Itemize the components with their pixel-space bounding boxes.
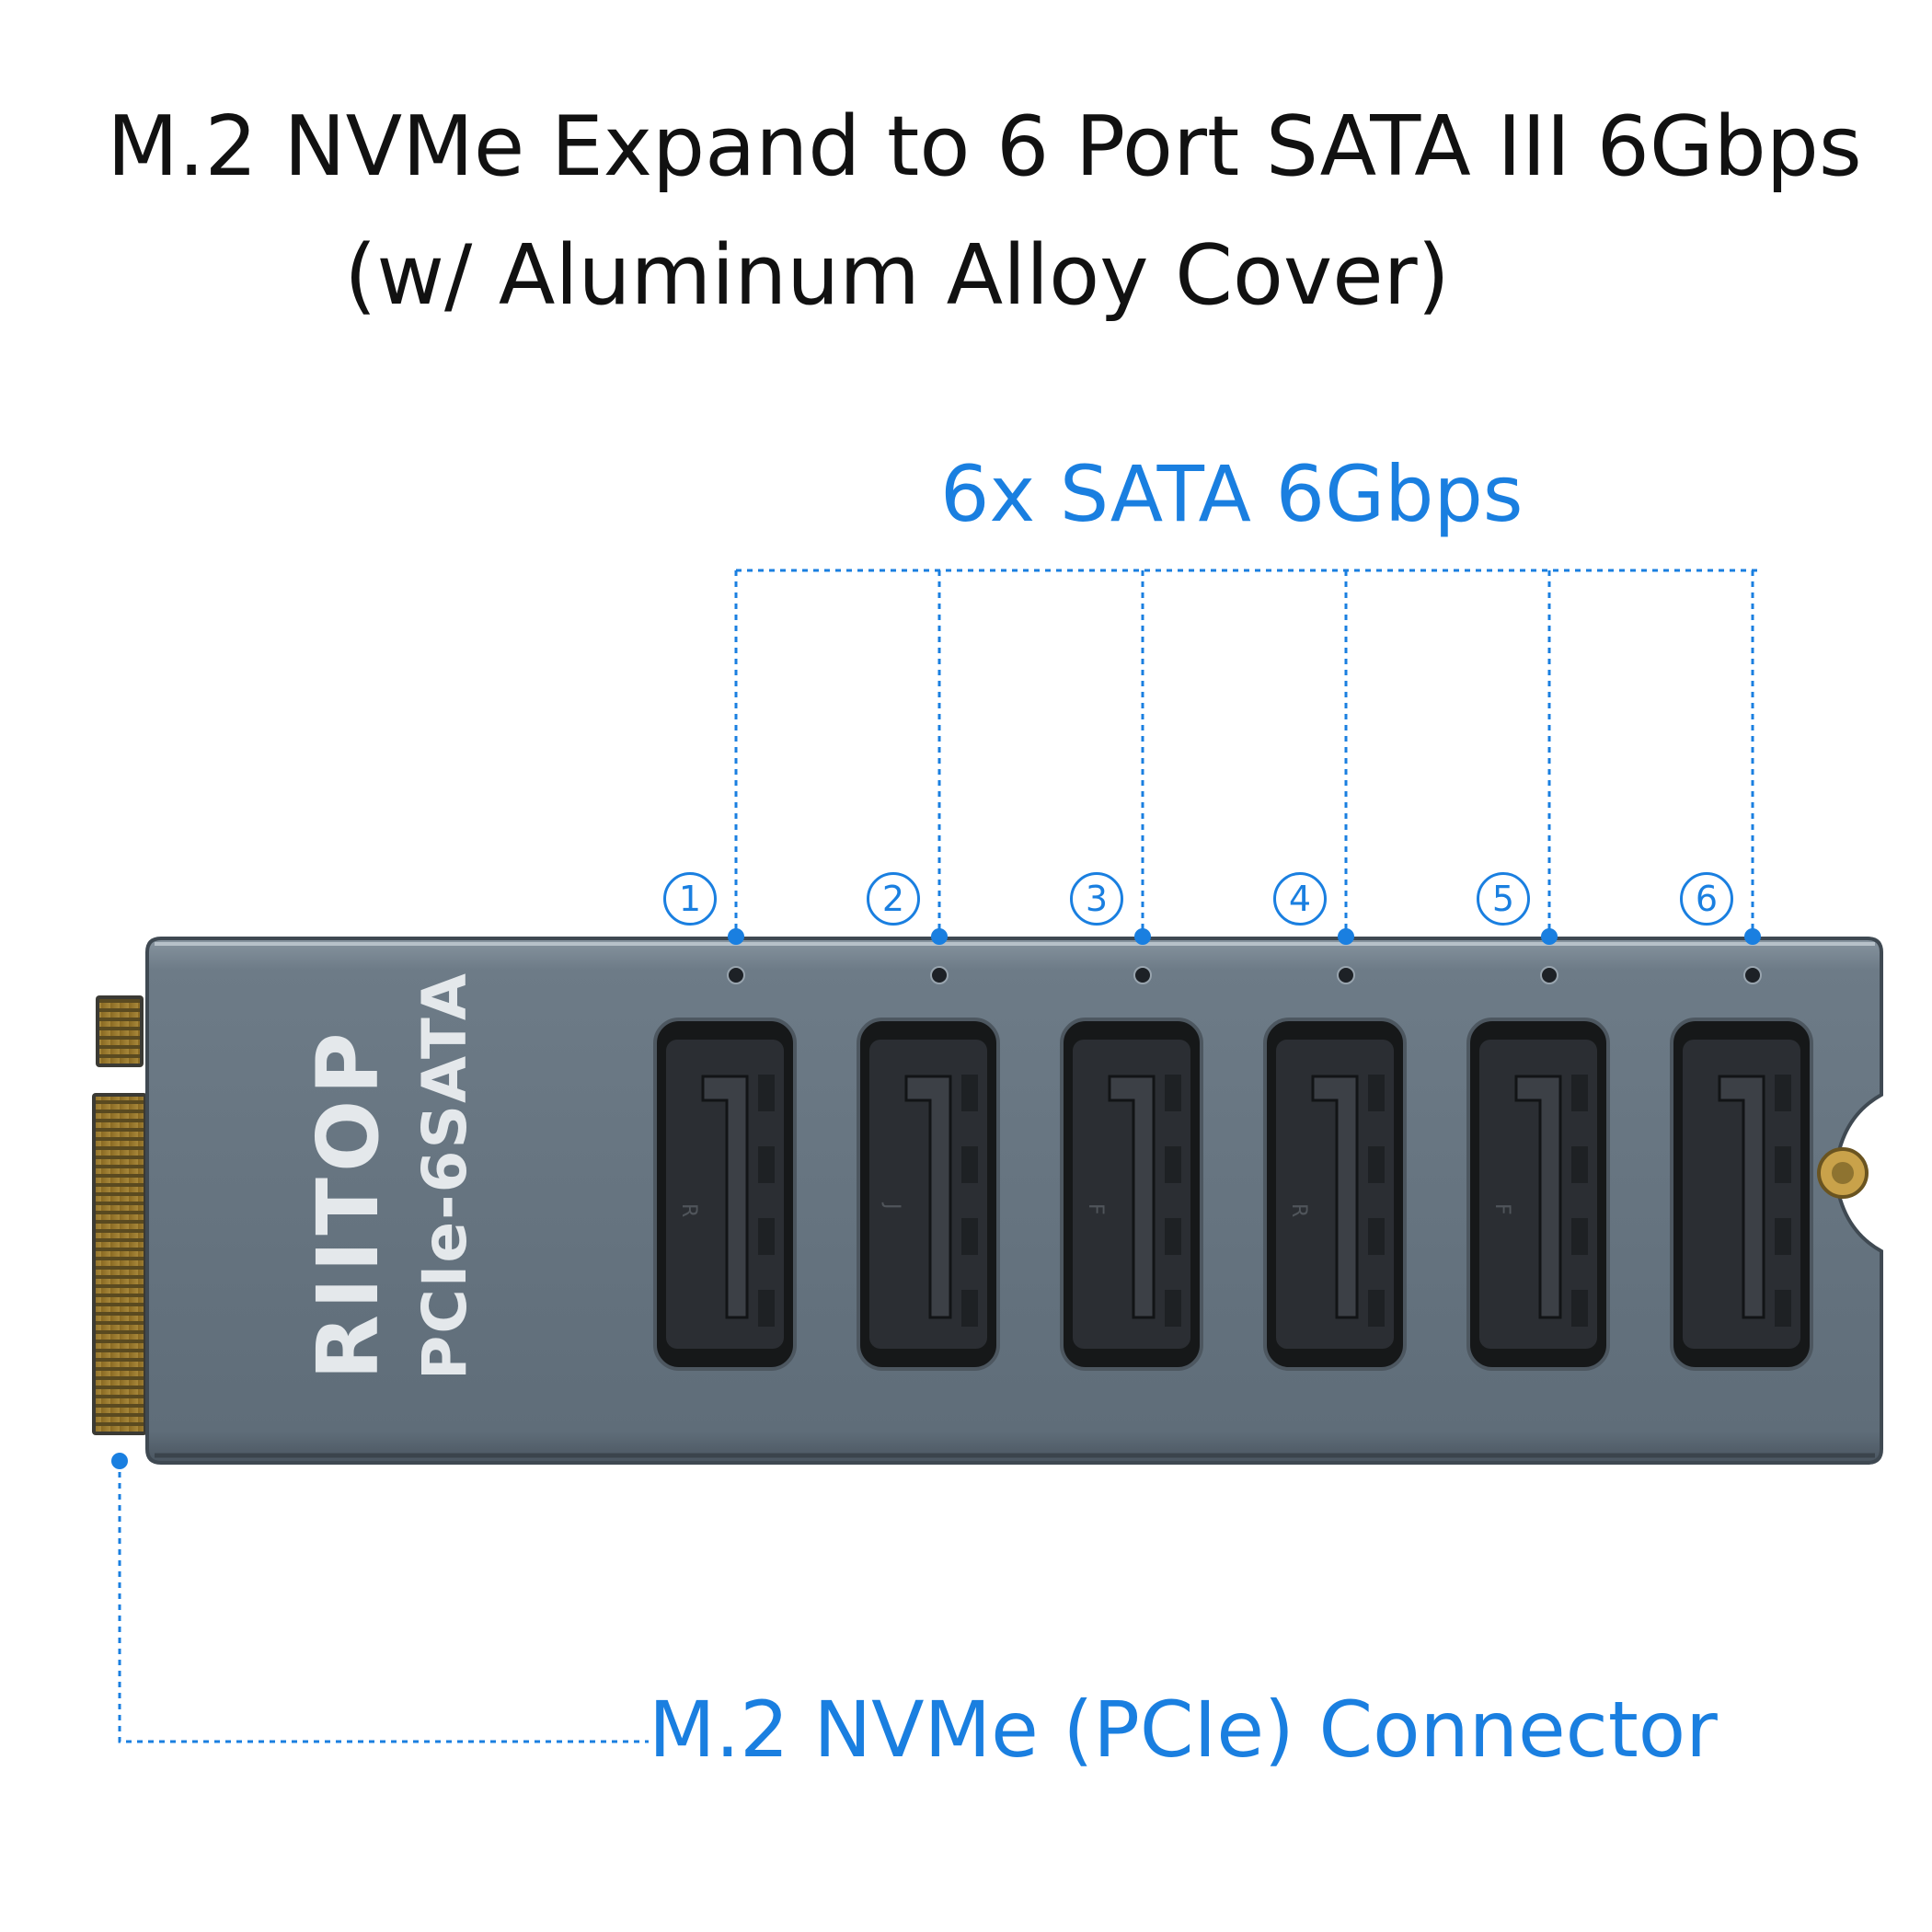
port-indicator-hole [1540, 966, 1558, 984]
model-text: PCIe-6SATA [409, 972, 480, 1380]
sata-port-key [1514, 1075, 1562, 1319]
sata-port-tab [1165, 1290, 1181, 1327]
sata-port-tab [1368, 1290, 1385, 1327]
brand-print: RIITOP PCIe-6SATA [299, 972, 480, 1380]
edge-connector [92, 995, 147, 1435]
sata-port-tab [1165, 1146, 1181, 1183]
sata-port-tab [1775, 1146, 1791, 1183]
port-indicator-hole [1743, 966, 1762, 984]
sata-port-tab [758, 1146, 775, 1183]
m2-connector-callout: M.2 NVMe (PCIe) Connector [649, 1685, 1718, 1775]
port-number-5: 5 [1477, 872, 1530, 926]
port-indicator-hole [1133, 966, 1152, 984]
sata-port-tab [758, 1218, 775, 1255]
sata-port-tab [961, 1218, 978, 1255]
port-indicator-hole [930, 966, 949, 984]
port-leader-dot [931, 928, 948, 945]
headline-line-2: (w/ Aluminum Alloy Cover) [344, 227, 1450, 324]
sata-port-tab [1775, 1218, 1791, 1255]
sata-port-tab [1368, 1075, 1385, 1111]
sata-port-tab [961, 1075, 978, 1111]
port-number-1: 1 [663, 872, 717, 926]
sata-port-tab [1165, 1075, 1181, 1111]
port-leader-dot [1338, 928, 1354, 945]
connector-leader-line [111, 1453, 649, 1743]
port-leader-dot [728, 928, 744, 945]
sata-port-tab [961, 1146, 978, 1183]
port-indicator-hole [1337, 966, 1355, 984]
sata-port-socket [1276, 1040, 1394, 1349]
port-number-6: 6 [1680, 872, 1733, 926]
aluminum-cover [145, 937, 1883, 1465]
port-marking: R [1287, 1203, 1310, 1217]
port-marking: F [1490, 1203, 1513, 1215]
port-marking: R [677, 1203, 700, 1217]
sata-port-socket [1683, 1040, 1800, 1349]
sata-port-tab [1165, 1218, 1181, 1255]
port-marking: J [880, 1202, 903, 1210]
sata-port-socket [869, 1040, 987, 1349]
sata-port-socket [666, 1040, 784, 1349]
port-number-2: 2 [867, 872, 920, 926]
sata-port-tab [1368, 1146, 1385, 1183]
port-indicator-hole [727, 966, 745, 984]
sata-port-tab [1571, 1075, 1588, 1111]
port-number-3: 3 [1070, 872, 1123, 926]
sata-port-key [904, 1075, 952, 1319]
sata-port-tab [1571, 1290, 1588, 1327]
port-leader-dot [1134, 928, 1151, 945]
sata-port-tab [961, 1290, 978, 1327]
sata-port-tab [1775, 1075, 1791, 1111]
brand-logo-text: RIITOP [299, 1027, 397, 1380]
sata-ports-callout: 6x SATA 6Gbps [940, 449, 1524, 539]
sata-port-key [1311, 1075, 1359, 1319]
sata-port-tab [1368, 1218, 1385, 1255]
port-leader-dot [1744, 928, 1761, 945]
sata-port-key [1108, 1075, 1156, 1319]
port-marking: F [1084, 1203, 1107, 1215]
sata-port-tab [1571, 1218, 1588, 1255]
sata-port-socket [1073, 1040, 1190, 1349]
port-leader-dot [1541, 928, 1558, 945]
sata-port-key [1718, 1075, 1765, 1319]
headline-line-1: M.2 NVMe Expand to 6 Port SATA III 6Gbps [107, 98, 1862, 195]
sata-port-tab [758, 1075, 775, 1111]
sata-port-key [701, 1075, 749, 1319]
sata-port-tab [1775, 1290, 1791, 1327]
sata-leader-lines [728, 569, 1762, 945]
sata-port-socket [1479, 1040, 1597, 1349]
sata-port-tab [1571, 1146, 1588, 1183]
sata-port-tab [758, 1290, 775, 1327]
port-number-4: 4 [1273, 872, 1327, 926]
